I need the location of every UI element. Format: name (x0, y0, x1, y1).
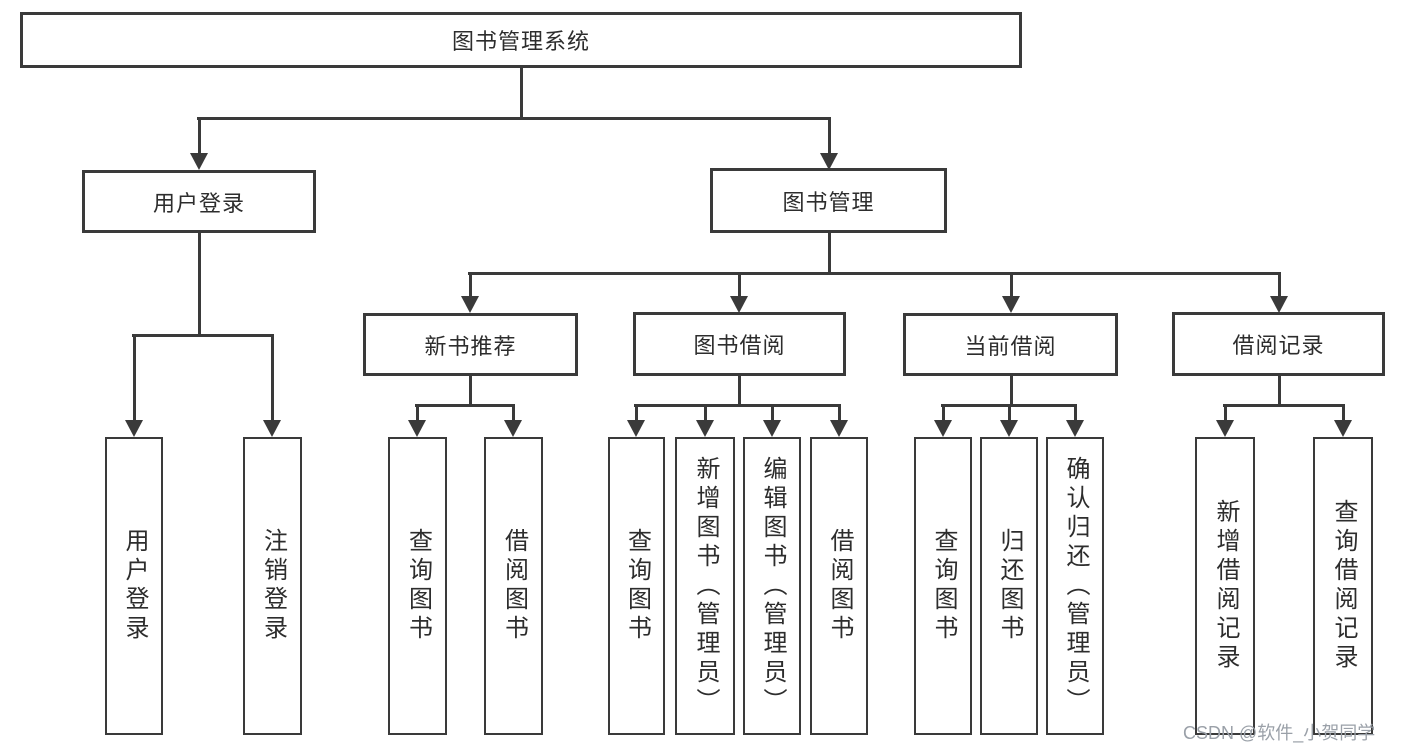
arrow-down-icon (627, 420, 645, 437)
node-label: 借阅图书 (500, 528, 528, 644)
arrow-down-icon (190, 153, 208, 170)
node-label: 编辑图书（管理员） (759, 455, 786, 717)
connector-drop (704, 405, 707, 423)
node-root: 图书管理系统 (20, 12, 1022, 68)
node-label: 图书管理系统 (451, 29, 590, 54)
connector-drop (771, 405, 774, 423)
connector-drop (1342, 405, 1345, 423)
node-current-borrow: 当前借阅 (903, 313, 1118, 376)
arrow-down-icon (461, 296, 479, 313)
connector-drop (828, 118, 831, 156)
connector-stem (469, 376, 472, 407)
arrow-down-icon (934, 420, 952, 437)
csdn-watermark: CSDN @软件_小贺同学 (1183, 723, 1376, 743)
node-leaf-borrow-book-2: 借阅图书 (810, 437, 868, 735)
node-label: 用户登录 (152, 190, 245, 216)
node-user-login: 用户登录 (82, 170, 316, 233)
connector-stem (828, 233, 831, 275)
connector-bus (415, 404, 515, 407)
node-book-mgmt: 图书管理 (710, 168, 947, 233)
node-label: 新增借阅记录 (1212, 499, 1239, 673)
node-leaf-add-book: 新增图书（管理员） (675, 437, 735, 735)
connector-drop (942, 405, 945, 423)
arrow-down-icon (1270, 296, 1288, 313)
connector-stem (520, 68, 523, 120)
connector-drop (738, 273, 741, 299)
connector-drop (198, 118, 201, 156)
node-label: 当前借阅 (964, 333, 1057, 359)
connector-bus (468, 272, 1281, 275)
node-label: 借阅记录 (1232, 333, 1325, 358)
arrow-down-icon (1000, 420, 1018, 437)
connector-bus (1223, 404, 1345, 407)
node-label: 新增图书（管理员） (692, 455, 719, 717)
node-label: 用户登录 (121, 528, 148, 644)
arrow-down-icon (125, 420, 143, 437)
node-label: 查询图书 (623, 528, 651, 644)
connector-stem (1010, 376, 1013, 407)
arrow-down-icon (696, 420, 714, 437)
node-leaf-confirm-return: 确认归还（管理员） (1046, 437, 1104, 735)
connector-drop (1010, 273, 1013, 299)
arrow-down-icon (763, 420, 781, 437)
connector-drop (1074, 405, 1077, 423)
connector-stem (198, 233, 201, 337)
node-leaf-add-borrow-record: 新增借阅记录 (1195, 437, 1255, 735)
connector-bus (132, 334, 274, 337)
connector-drop (271, 335, 274, 423)
node-book-borrow: 图书借阅 (633, 312, 846, 376)
node-label: 新书推荐 (424, 333, 517, 359)
connector-drop (1008, 405, 1011, 423)
connector-drop (133, 335, 136, 423)
node-leaf-return-book: 归还图书 (980, 437, 1038, 735)
node-leaf-query-book-2: 查询图书 (608, 437, 665, 735)
arrow-down-icon (504, 420, 522, 437)
arrow-down-icon (1216, 420, 1234, 437)
node-leaf-query-borrow-record: 查询借阅记录 (1313, 437, 1373, 735)
node-label: 确认归还（管理员） (1062, 455, 1089, 717)
node-label: 查询图书 (930, 528, 957, 644)
node-label: 借阅图书 (826, 528, 853, 644)
connector-stem (738, 376, 741, 407)
node-label: 查询图书 (404, 528, 432, 644)
connector-drop (416, 405, 419, 423)
arrow-down-icon (730, 296, 748, 313)
connector-drop (469, 273, 472, 299)
node-leaf-query-book-1: 查询图书 (388, 437, 447, 735)
node-label: 查询借阅记录 (1330, 499, 1357, 673)
node-new-book-rec: 新书推荐 (363, 313, 578, 376)
node-label: 图书管理 (782, 189, 875, 215)
connector-drop (635, 405, 638, 423)
arrow-down-icon (820, 153, 838, 170)
arrow-down-icon (1002, 296, 1020, 313)
arrow-down-icon (1334, 420, 1352, 437)
connector-bus (634, 404, 841, 407)
connector-drop (838, 405, 841, 423)
arrow-down-icon (263, 420, 281, 437)
arrow-down-icon (830, 420, 848, 437)
connector-drop (512, 405, 515, 423)
node-label: 图书借阅 (693, 333, 786, 358)
node-borrow-records: 借阅记录 (1172, 312, 1385, 376)
node-leaf-user-login: 用户登录 (105, 437, 163, 735)
arrow-down-icon (408, 420, 426, 437)
node-label: 注销登录 (259, 528, 287, 644)
node-leaf-query-book-3: 查询图书 (914, 437, 972, 735)
connector-drop (1278, 273, 1281, 299)
arrow-down-icon (1066, 420, 1084, 437)
connector-stem (1278, 376, 1281, 407)
node-leaf-logout: 注销登录 (243, 437, 302, 735)
connector-bus (197, 117, 831, 120)
connector-drop (1224, 405, 1227, 423)
node-leaf-borrow-book-1: 借阅图书 (484, 437, 543, 735)
node-leaf-edit-book: 编辑图书（管理员） (743, 437, 801, 735)
node-label: 归还图书 (996, 528, 1023, 644)
